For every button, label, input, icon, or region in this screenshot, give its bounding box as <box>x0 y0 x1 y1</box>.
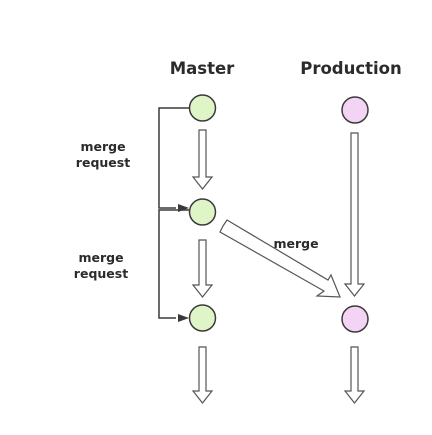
production-commit-node-2 <box>341 305 369 333</box>
production-commit-node-1 <box>341 96 369 124</box>
master-commit-node-2 <box>188 198 217 226</box>
bracket-arrowhead-1 <box>178 204 189 212</box>
merge-request-label-2-line2: request <box>74 266 128 281</box>
production-arrow-1 <box>343 132 366 297</box>
production-column-header: Production <box>300 59 402 78</box>
master-column-header: Master <box>170 59 235 78</box>
master-arrow-3 <box>191 346 214 404</box>
master-commit-node-1 <box>188 94 217 122</box>
merge-request-label-1-line1: merge <box>80 139 125 154</box>
master-arrow-1 <box>191 129 214 190</box>
merge-label: merge <box>273 236 318 251</box>
merge-request-label-2-line1: merge <box>78 250 123 265</box>
master-arrow-2 <box>191 239 214 298</box>
merge-request-label-1-line2: request <box>76 155 130 170</box>
merge-arrow <box>219 219 341 298</box>
master-commit-node-3 <box>188 304 217 332</box>
branch-bracket-2 <box>158 209 190 319</box>
branch-bracket-1 <box>158 107 190 209</box>
bracket-arrowhead-2 <box>178 314 189 322</box>
production-arrow-2 <box>343 346 366 404</box>
